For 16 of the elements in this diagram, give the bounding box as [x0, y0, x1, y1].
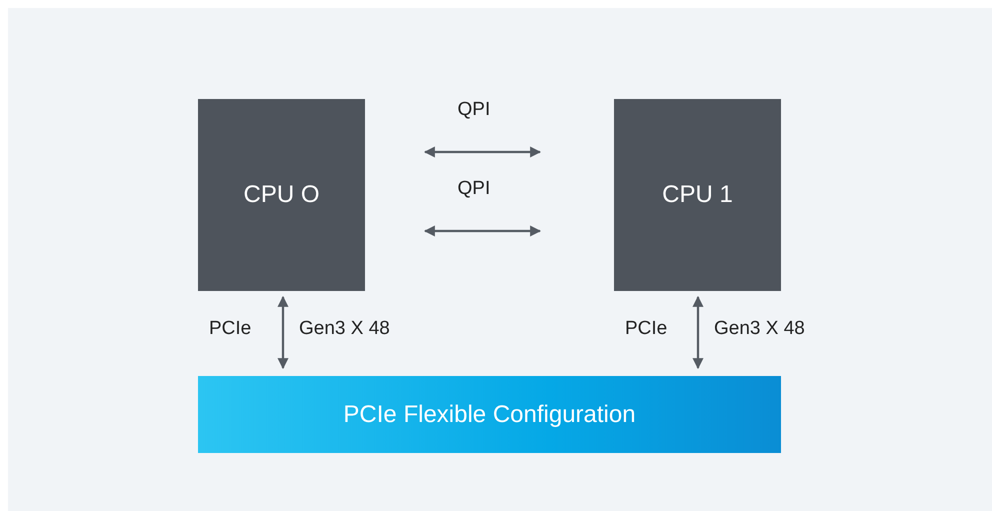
- cpu-box: [198, 99, 365, 291]
- port-label: PCIe: [209, 318, 252, 340]
- edge-label: QPI: [458, 178, 490, 200]
- port-label: PCIe: [625, 318, 668, 340]
- port-label: Gen3 X 48: [299, 318, 390, 340]
- node-label: CPU 1: [662, 181, 733, 209]
- double-arrow: [424, 146, 542, 158]
- configuration-bar: [198, 376, 781, 453]
- double-arrow: [692, 296, 704, 370]
- node-label: PCIe Flexible Configuration: [343, 400, 636, 428]
- edge-label: QPI: [458, 99, 490, 121]
- port-label: Gen3 X 48: [714, 318, 805, 340]
- cpu-box: [614, 99, 781, 291]
- double-arrow: [424, 226, 542, 236]
- node-label: CPU O: [243, 181, 320, 209]
- double-arrow: [278, 296, 288, 370]
